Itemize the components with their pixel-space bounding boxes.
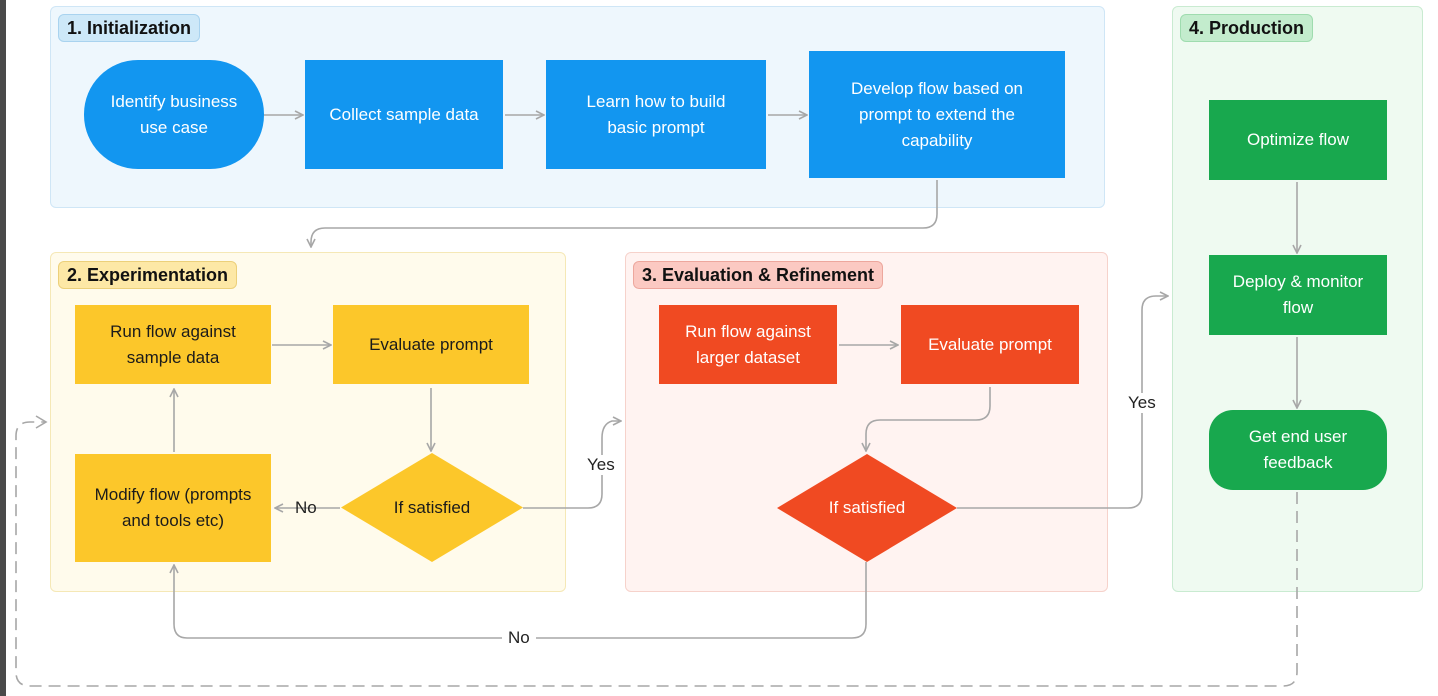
node-run-flow-larger-dataset: Run flow against larger dataset: [659, 305, 837, 384]
node-collect-sample-data: Collect sample data: [305, 60, 503, 169]
stage-title-production: 4. Production: [1180, 14, 1314, 42]
node-get-end-user-feedback: Get end user feedback: [1209, 410, 1387, 490]
node-label: Collect sample data: [329, 104, 479, 124]
edge-label-exp-yes: Yes: [581, 455, 621, 475]
node-label: Identify business use case: [110, 91, 238, 137]
node-deploy-monitor-flow: Deploy & monitor flow: [1209, 255, 1387, 335]
node-identify-business-use-case: Identify business use case: [84, 60, 264, 169]
stage-title-evaluation: 3. Evaluation & Refinement: [633, 261, 884, 289]
stage-title-initialization: 1. Initialization: [58, 14, 201, 42]
diamond-shape: [777, 454, 957, 562]
decision-eval-if-satisfied: If satisfied: [777, 454, 957, 562]
diamond-shape: [341, 453, 523, 562]
node-label: Evaluate prompt: [369, 334, 493, 354]
node-evaluate-prompt-exp: Evaluate prompt: [333, 305, 529, 384]
window-edge: [0, 0, 6, 696]
edge-feedback-loop: [15, 415, 1298, 687]
node-label: Develop flow based on prompt to extend t…: [850, 78, 1023, 150]
edge-eval-no: [174, 562, 867, 639]
decision-exp-if-satisfied: If satisfied: [341, 453, 523, 562]
node-label: Learn how to build basic prompt: [586, 91, 726, 137]
node-modify-flow: Modify flow (prompts and tools etc): [75, 454, 271, 562]
node-evaluate-prompt-eval: Evaluate prompt: [901, 305, 1079, 384]
decision-label: If satisfied: [393, 497, 471, 517]
node-run-flow-sample-data: Run flow against sample data: [75, 305, 271, 384]
edge-label-eval-yes: Yes: [1122, 393, 1162, 413]
decision-label: If satisfied: [828, 498, 906, 517]
edge-eval-evaluate-decision: [866, 387, 991, 451]
node-learn-basic-prompt: Learn how to build basic prompt: [546, 60, 766, 169]
node-label: Deploy & monitor flow: [1232, 272, 1364, 317]
edge-label-exp-no: No: [295, 498, 317, 517]
node-label: Get end user feedback: [1248, 427, 1348, 472]
edge-label-eval-no: No: [502, 628, 536, 648]
node-optimize-flow: Optimize flow: [1209, 100, 1387, 180]
node-label: Run flow against larger dataset: [685, 321, 811, 367]
node-label: Optimize flow: [1246, 130, 1350, 149]
node-label: Run flow against sample data: [110, 321, 236, 367]
node-label: Evaluate prompt: [928, 334, 1052, 354]
node-label: Modify flow (prompts and tools etc): [94, 485, 252, 530]
node-develop-flow: Develop flow based on prompt to extend t…: [809, 51, 1065, 178]
edge-develop-experimentation: [311, 180, 938, 247]
stage-title-experimentation: 2. Experimentation: [58, 261, 238, 289]
